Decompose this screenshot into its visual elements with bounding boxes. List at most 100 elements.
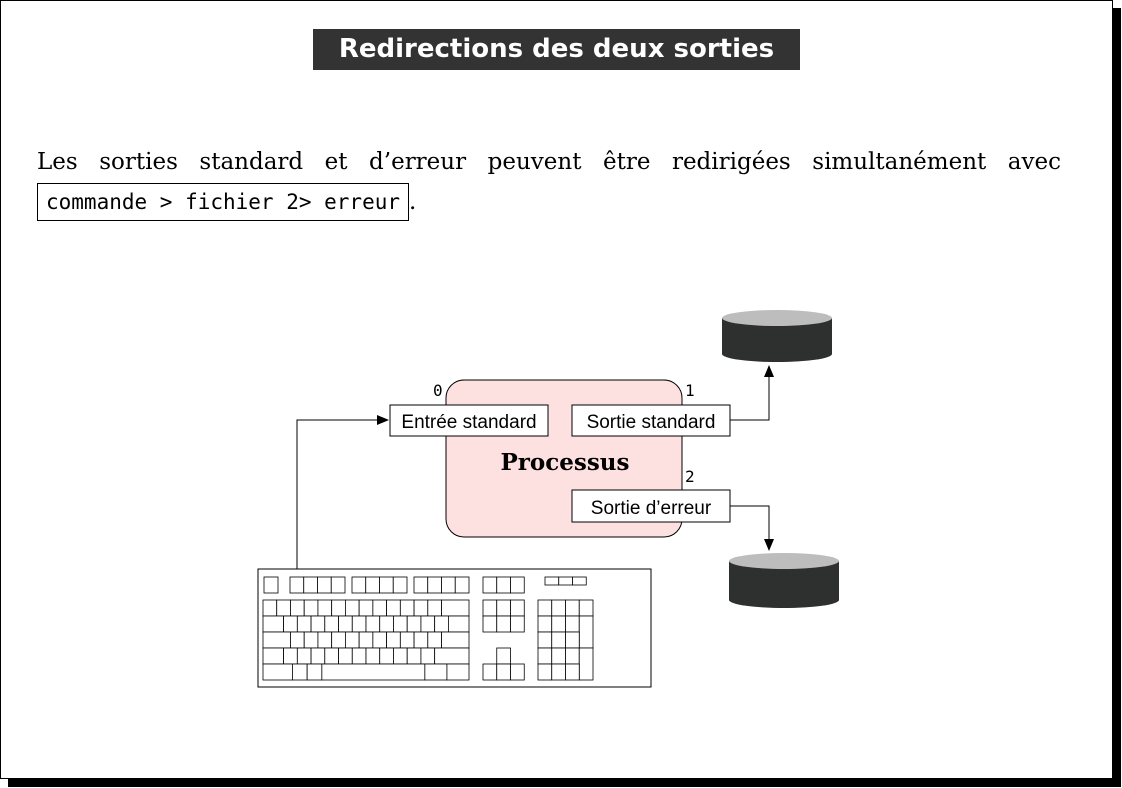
- keyboard-key: [365, 647, 381, 665]
- keyboard-key: [399, 631, 415, 649]
- keyboard-key: [578, 615, 594, 649]
- keyboard-key: [454, 576, 470, 594]
- slide-paragraph: Les sorties standard et d’erreur peuvent…: [37, 142, 1061, 222]
- keyboard-key: [482, 663, 498, 681]
- keyboard-key: [551, 615, 566, 633]
- keyboard-key: [413, 631, 429, 649]
- keyboard-key: [537, 599, 553, 617]
- stdin-label: Entrée standard: [401, 412, 536, 433]
- keyboard-key: [321, 663, 426, 681]
- keyboard-key: [578, 647, 594, 681]
- keyboard-key: [496, 576, 511, 594]
- keyboard-key: [565, 615, 580, 633]
- stdout-arrow: [730, 365, 774, 421]
- keyboard-key: [537, 615, 553, 633]
- keyboard-key: [393, 647, 408, 665]
- keyboard-key: [551, 599, 566, 617]
- keyboard-key: [324, 615, 339, 633]
- keyboard-key: [386, 599, 401, 617]
- keyboard-key: [296, 647, 312, 665]
- keyboard-key: [310, 647, 326, 665]
- disk-icon-stdout: [722, 310, 832, 362]
- paragraph-end: .: [409, 189, 417, 215]
- keyboard-key: [310, 615, 326, 633]
- keyboard-key: [379, 615, 394, 633]
- keyboard-key: [358, 631, 374, 649]
- slide-title: Redirections des deux sorties: [313, 29, 800, 70]
- keyboard-key: [317, 631, 333, 649]
- keyboard-key: [317, 576, 332, 594]
- keyboard-key: [446, 663, 470, 681]
- keyboard-key: [510, 599, 525, 617]
- fd0-label: 0: [433, 381, 443, 400]
- keyboard-key: [434, 615, 449, 633]
- keyboard-key: [290, 599, 305, 617]
- keyboard-key: [262, 615, 285, 633]
- keyboard-key: [262, 647, 285, 665]
- keyboard-key: [351, 576, 367, 594]
- keyboard-key: [344, 631, 360, 649]
- keyboard-key: [565, 663, 580, 681]
- keyboard-key: [427, 631, 442, 649]
- keyboard-key: [331, 631, 346, 649]
- keyboard-key: [330, 576, 346, 594]
- keyboard-key: [392, 576, 408, 594]
- keyboard-key: [427, 576, 442, 594]
- keyboard-key: [551, 647, 566, 665]
- keyboard-key: [324, 647, 339, 665]
- keyboard-key: [434, 647, 470, 665]
- keyboard-key: [496, 647, 511, 665]
- keyboard-key: [365, 615, 381, 633]
- keyboard-key: [420, 647, 436, 665]
- paragraph-text: Les sorties standard et d’erreur peuvent…: [37, 149, 1061, 175]
- keyboard-key: [565, 599, 580, 617]
- keyboard-key: [303, 631, 319, 649]
- keyboard-key: [344, 599, 360, 617]
- keyboard-key: [496, 615, 511, 633]
- fd1-label: 1: [685, 381, 695, 400]
- keyboard-key: [427, 599, 442, 617]
- keyboard-key: [441, 631, 470, 649]
- keyboard-key: [413, 599, 429, 617]
- keyboard-key: [482, 576, 498, 594]
- keyboard-key: [338, 647, 353, 665]
- keyboard-key: [424, 663, 448, 681]
- keyboard-key: [565, 631, 580, 649]
- keyboard-key: [496, 599, 511, 617]
- keyboard-key: [379, 647, 394, 665]
- keyboard-key: [379, 576, 394, 594]
- keyboard-key: [303, 599, 319, 617]
- stdout-label: Sortie standard: [587, 412, 716, 433]
- keyboard-key: [283, 647, 298, 665]
- keyboard-key: [338, 615, 353, 633]
- fd2-label: 2: [685, 467, 695, 486]
- keyboard-key: [358, 599, 374, 617]
- keyboard-key: [551, 631, 566, 649]
- disk-icon-stderr: [729, 553, 839, 608]
- keyboard-key: [578, 599, 594, 617]
- keyboard-key: [406, 647, 422, 665]
- keyboard-key: [372, 599, 388, 617]
- keyboard-key: [393, 615, 408, 633]
- keyboard-key: [482, 599, 498, 617]
- keyboard-key: [262, 663, 293, 681]
- keyboard-key: [372, 631, 388, 649]
- keyboard-icon: [257, 568, 652, 688]
- keyboard-key: [537, 663, 553, 681]
- keyboard-key: [510, 576, 525, 594]
- command-code: commande > fichier 2> erreur: [37, 183, 410, 221]
- keyboard-key: [510, 663, 525, 681]
- keyboard-key: [351, 647, 367, 665]
- keyboard-key: [420, 615, 436, 633]
- keyboard-key: [289, 576, 305, 594]
- keyboard-key: [482, 615, 498, 633]
- keyboard-key: [496, 663, 511, 681]
- keyboard-key: [399, 599, 415, 617]
- keyboard-key: [303, 576, 318, 594]
- keyboard-key: [290, 631, 305, 649]
- keyboard-key: [572, 576, 587, 586]
- keyboard-key: [296, 615, 312, 633]
- stderr-label: Sortie d’erreur: [591, 498, 712, 519]
- keyboard-key: [262, 599, 278, 617]
- keyboard-key: [306, 663, 323, 681]
